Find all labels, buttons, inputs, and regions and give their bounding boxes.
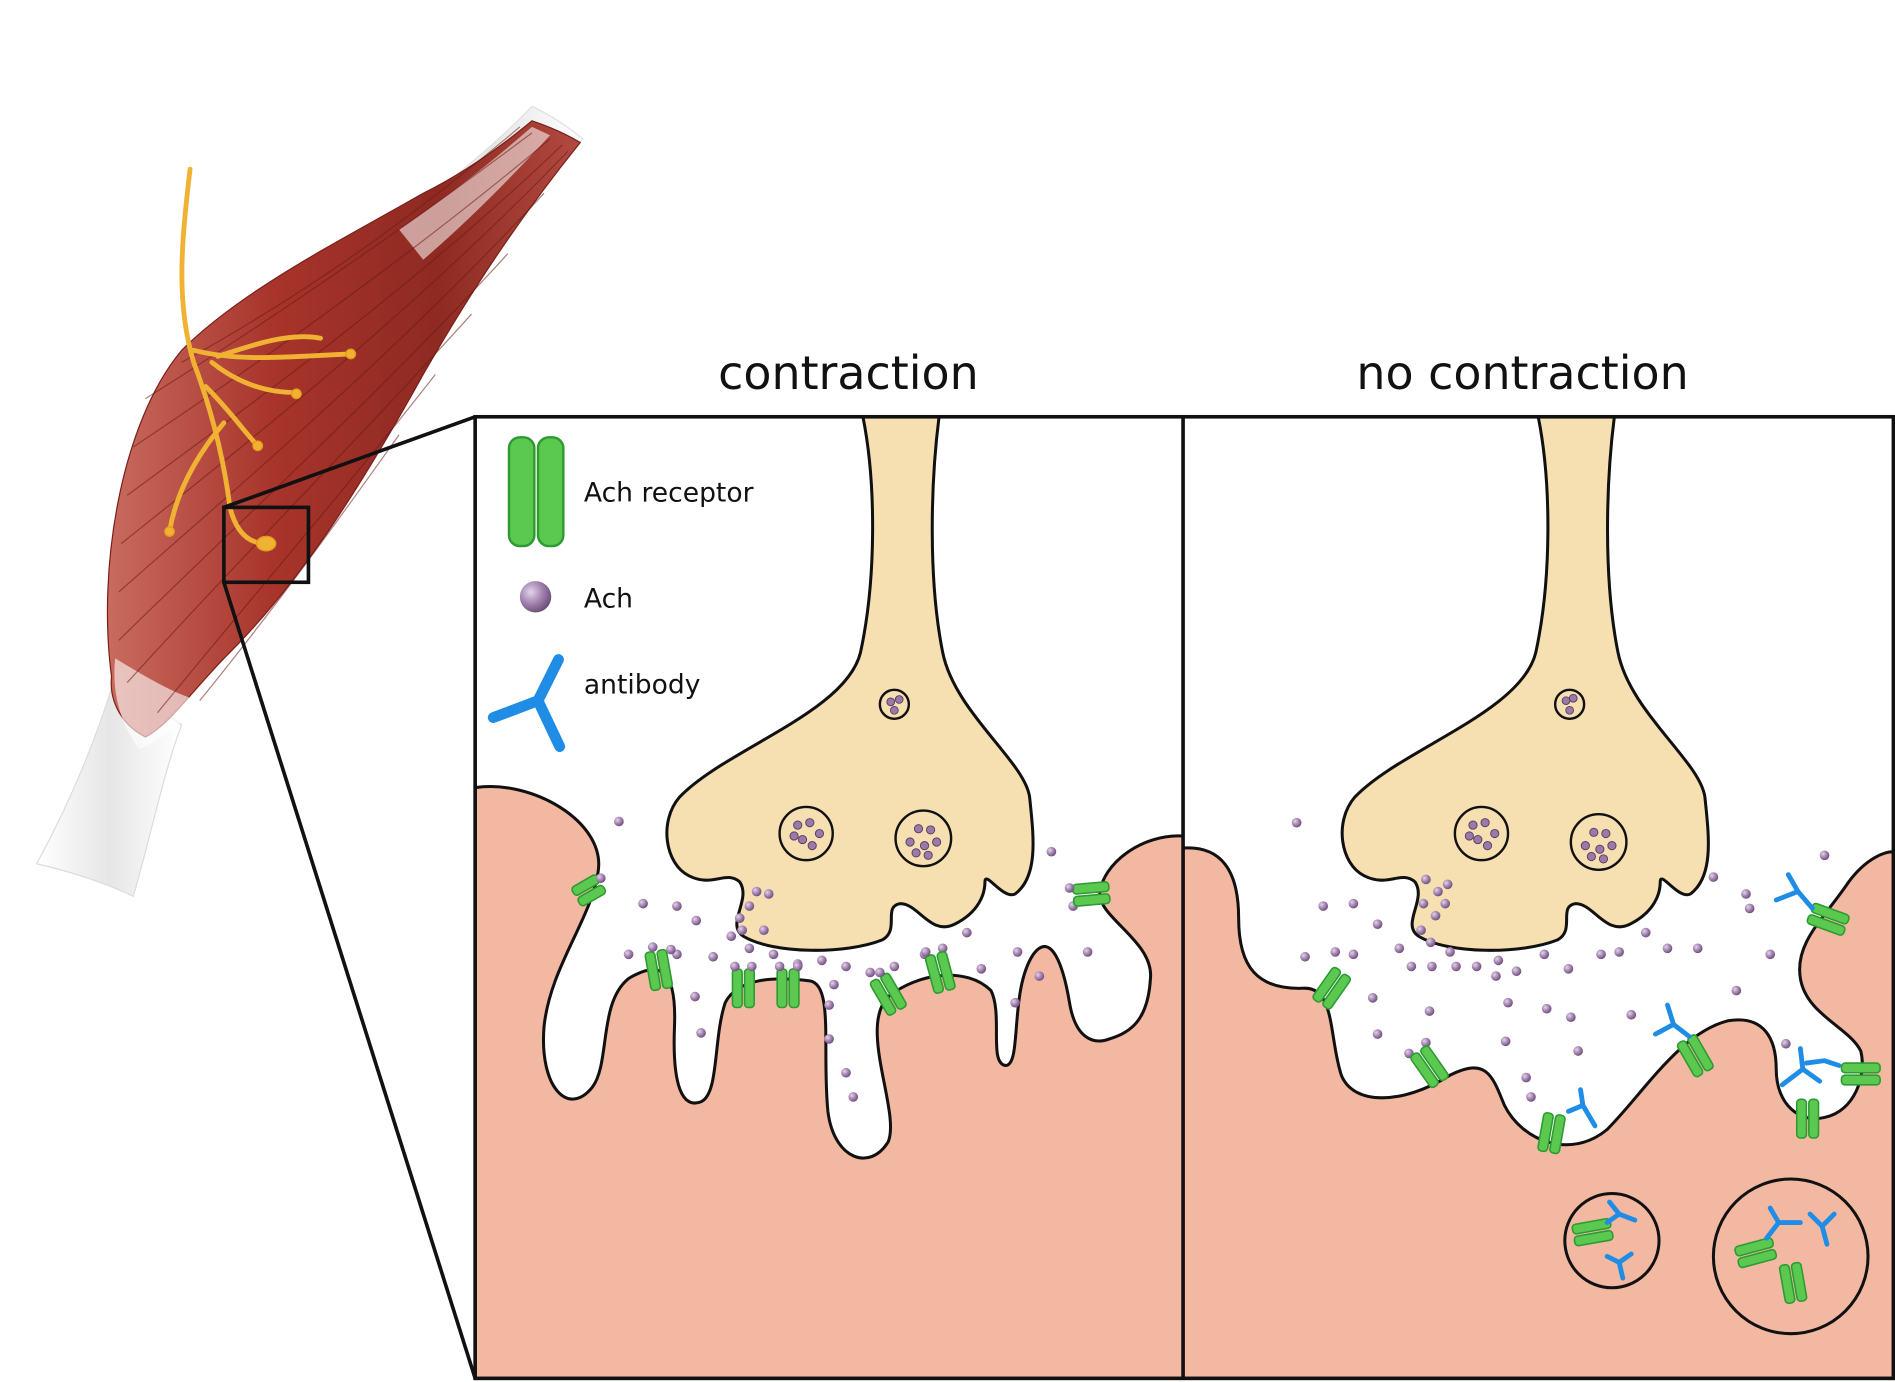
legend-receptor-label: Ach receptor [584, 477, 754, 508]
motor-nerve [167, 166, 354, 547]
title-no-contraction: no contraction [1356, 346, 1688, 400]
muscle-illustration [35, 105, 584, 1379]
antibodies-right [1566, 872, 1842, 1129]
vesicle-ach-left [789, 695, 942, 860]
legend: Ach receptor Ach antibody [487, 436, 754, 753]
endocytosed-vesicles [1563, 1177, 1870, 1336]
receptors-right [1312, 902, 1881, 1155]
ach-receptor-icon [507, 436, 565, 548]
panel-contraction: Ach receptor Ach antibody [475, 416, 1184, 1379]
vesicles-right [1453, 688, 1628, 871]
nerve-endings [164, 348, 357, 552]
zoom-box [222, 505, 311, 585]
nerve-terminal-right [1340, 416, 1710, 952]
legend-ach-label: Ach [584, 584, 633, 615]
title-contraction: contraction [718, 346, 979, 400]
antibody-icon [487, 654, 566, 753]
muscle-belly [106, 120, 582, 738]
zoom-line-top [223, 415, 476, 510]
muscle-cell-left [475, 785, 1184, 1379]
vesicle-ach-right [1464, 693, 1617, 864]
ach-molecule-icon [519, 581, 552, 613]
vesicles-left [778, 688, 953, 868]
ach-cleft-right [1291, 817, 1830, 1102]
legend-antibody-label: antibody [584, 669, 701, 700]
zoom-line-bottom [222, 581, 477, 1379]
panel-no-contraction [1183, 416, 1894, 1379]
